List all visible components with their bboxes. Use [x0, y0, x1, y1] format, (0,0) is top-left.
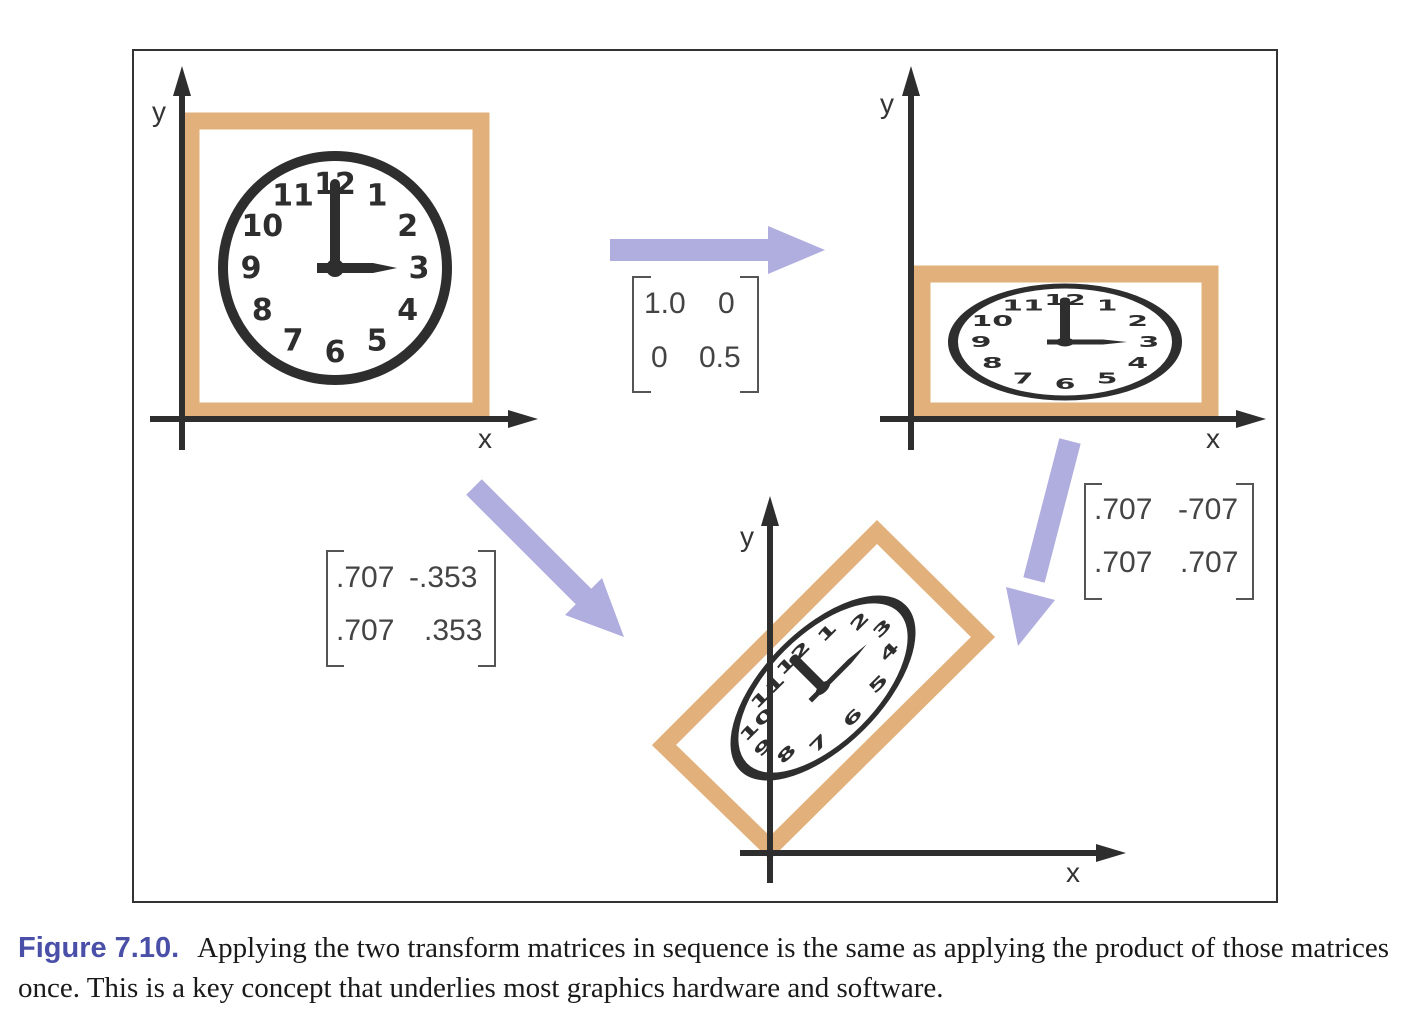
x-axis-label: x — [1066, 857, 1080, 888]
clock-number: 10 — [241, 209, 283, 244]
y-axis-label: y — [880, 88, 894, 119]
clock-number: 8 — [982, 354, 1003, 372]
right-bracket — [478, 550, 496, 667]
y-axis-label: y — [152, 96, 166, 127]
matrix-entry: -.353 — [409, 561, 477, 594]
clock-number: 3 — [409, 251, 430, 286]
clock-number: 6 — [325, 335, 346, 370]
y-axis-label: y — [740, 521, 754, 552]
x-axis-arrowhead — [508, 410, 538, 428]
matrix-rotate: .707 -707 .707 .707 — [1084, 483, 1254, 600]
clock-number: 11 — [1002, 297, 1044, 315]
clock-number: 1 — [1097, 297, 1118, 315]
clock-number: 4 — [397, 293, 418, 328]
picture-frame — [913, 265, 1219, 420]
matrix-product: .707 -.353 .707 .353 — [326, 550, 496, 667]
clock-number: 2 — [1127, 312, 1148, 330]
clock-number: 8 — [252, 293, 273, 328]
matrix-entry: 1.0 — [644, 287, 686, 320]
picture-frame — [651, 520, 996, 860]
left-bracket — [632, 276, 651, 393]
left-bracket — [326, 550, 344, 667]
y-axis-arrowhead — [902, 66, 920, 96]
matrix-entry: -707 — [1178, 493, 1238, 526]
right-bracket — [740, 276, 759, 393]
clock-number: 9 — [971, 333, 992, 351]
clock-number: 7 — [1013, 369, 1034, 387]
matrix-entry: .707 — [336, 561, 394, 594]
matrix-scale: 1.0 0 0 0.5 — [632, 276, 759, 393]
clock-number: 12 — [1044, 291, 1086, 309]
arrow-product — [466, 479, 624, 637]
clock-number: 4 — [1127, 354, 1148, 372]
arrow-scale — [610, 226, 825, 274]
left-bracket — [1084, 483, 1102, 600]
x-axis-arrowhead — [1236, 410, 1266, 428]
y-axis-arrowhead — [173, 66, 191, 96]
matrix-entry: .707 — [336, 614, 394, 647]
x-axis-arrowhead — [1096, 844, 1126, 862]
figure-border — [132, 49, 1278, 903]
clock-number: 5 — [367, 324, 388, 359]
matrix-entry: .707 — [1180, 546, 1238, 579]
clock-number: 9 — [241, 251, 262, 286]
matrix-entry: .353 — [424, 614, 482, 647]
y-axis-arrowhead — [761, 496, 779, 526]
arrow-rotate — [1006, 438, 1081, 646]
clock-number: 2 — [397, 209, 418, 244]
clock-number: 7 — [283, 324, 304, 359]
clock-number: 1 — [367, 178, 388, 213]
clock-number: 11 — [272, 178, 314, 213]
matrix-entry: .707 — [1094, 493, 1152, 526]
caption-text: Applying the two transform matrices in s… — [18, 932, 1390, 1004]
clock-number: 5 — [1097, 369, 1118, 387]
clock-number: 6 — [1055, 375, 1076, 393]
clock-number: 10 — [971, 312, 1013, 330]
figure-caption: Figure 7.10.Applying the two transform m… — [18, 928, 1403, 1008]
figure-number: Figure 7.10. — [18, 932, 180, 964]
right-bracket — [1236, 483, 1254, 600]
clock-number: 3 — [1139, 333, 1160, 351]
clock-number: 12 — [314, 167, 356, 202]
x-axis-label: x — [478, 423, 492, 454]
matrix-entry: 0 — [651, 341, 668, 374]
matrix-entry: .707 — [1094, 546, 1152, 579]
picture-frame — [182, 112, 490, 420]
matrix-entry: 0 — [718, 287, 735, 320]
x-axis-label: x — [1206, 423, 1220, 454]
matrix-entry: 0.5 — [699, 341, 741, 374]
